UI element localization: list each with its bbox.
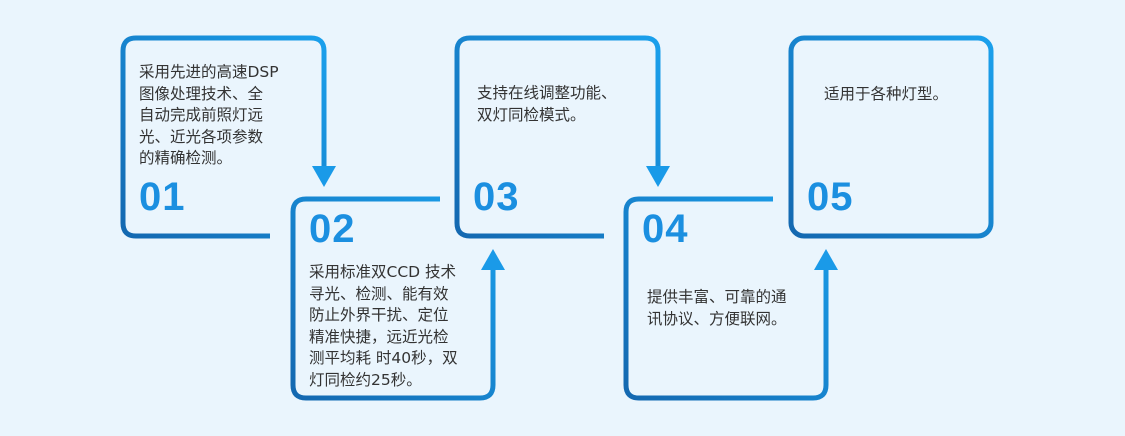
step-02-border (290, 196, 496, 401)
step-05-border (788, 35, 994, 239)
step-03-border (454, 35, 661, 239)
step-05-description: 适用于各种灯型。 (824, 85, 949, 103)
step-03-description: 支持在线调整功能、双灯同检模式。 (477, 84, 617, 124)
arrow-up-icon (481, 249, 505, 270)
arrow-down-icon (646, 166, 670, 187)
step-01-number: 01 (139, 175, 186, 219)
step-04-number: 04 (642, 207, 689, 251)
step-01-border (120, 35, 327, 239)
step-02-number: 02 (309, 207, 356, 251)
step-02-description: 采用标准双CCD 技术寻光、检测、能有效防止外界干扰、定位精准快捷，远近光检测平… (309, 263, 458, 389)
step-04-description: 提供丰富、可靠的通讯协议、方便联网。 (647, 288, 787, 328)
step-05-number: 05 (807, 175, 854, 219)
step-04-border (623, 196, 829, 401)
arrow-up-icon (814, 249, 838, 270)
arrow-down-icon (312, 166, 336, 187)
step-03-number: 03 (473, 175, 520, 219)
